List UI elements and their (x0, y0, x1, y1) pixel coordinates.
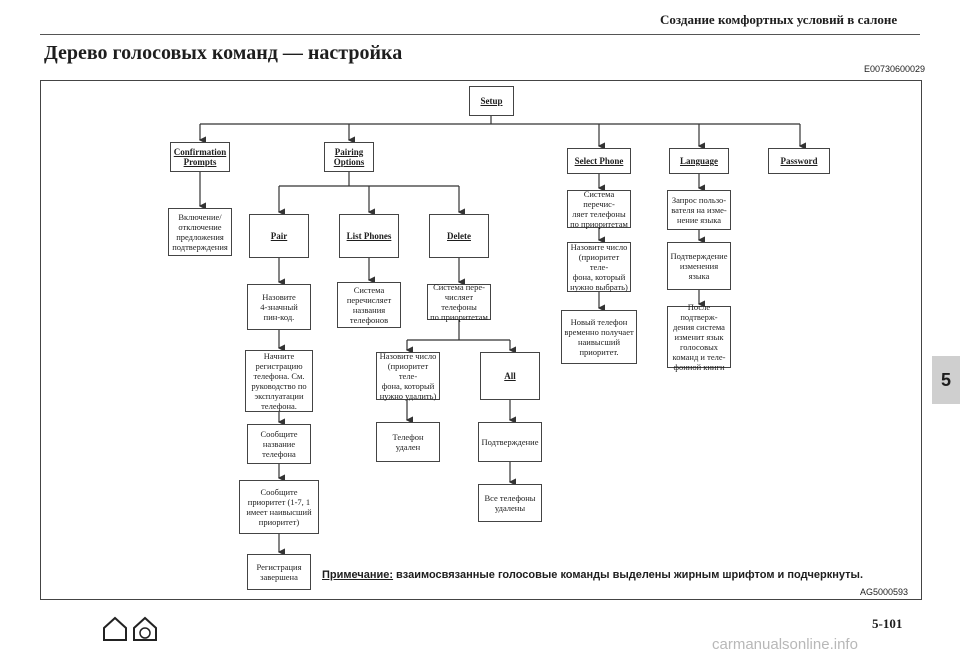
delete-all-confirm: Подтверждение (478, 422, 542, 462)
select-step-result: Новый телефон временно получает наивысши… (561, 310, 637, 364)
chapter-tab: 5 (932, 356, 960, 404)
home-icons (100, 614, 162, 649)
pair-step-pin: Назовите 4-значный пин-код. (247, 284, 311, 330)
language-step-request: Запрос пользо- вателя на изме- нение язы… (667, 190, 731, 230)
figure-id: AG5000593 (860, 587, 909, 597)
section-code: E00730600029 (864, 64, 926, 74)
pair-step-priority: Сообщите приоритет (1-7, 1 имеет наивысш… (239, 480, 319, 534)
select-step-number: Назовите число (приоритет теле- фона, ко… (567, 242, 631, 292)
header-rule (40, 34, 920, 35)
confirmation-prompts-node: Confirmation Prompts (170, 142, 230, 172)
home-icon (103, 616, 157, 641)
note-text: взаимосвязанные голосовые команды выделе… (396, 569, 864, 581)
pair-step-name: Сообщите название телефона (247, 424, 311, 464)
language-node: Language (669, 148, 729, 174)
delete-step-number: Назовите число (приоритет теле- фона, ко… (376, 351, 440, 401)
pair-step-register: Начните регистрацию телефона. См. руково… (245, 350, 313, 412)
list-phones-node: List Phones (339, 214, 399, 258)
select-step-list: Система перечис- ляет телефоны по приори… (567, 189, 631, 229)
header-title: Создание комфортных условий в салоне (660, 12, 898, 27)
confirm-toggle-step: Включение/ отключение предложения подтве… (168, 208, 232, 256)
delete-all-done: Все телефоны удалены (478, 484, 542, 522)
page-title: Дерево голосовых команд — настройка (44, 42, 403, 64)
select-phone-node: Select Phone (567, 148, 631, 174)
note-label: Примечание: (322, 569, 394, 581)
pairing-options-node: Pairing Options (324, 142, 374, 172)
pair-step-complete: Регистрация завершена (247, 554, 311, 590)
password-node: Password (768, 148, 830, 174)
setup-node: Setup (469, 86, 514, 116)
delete-all-node: All (480, 352, 540, 400)
language-step-result: После подтверж- дения система изменит яз… (667, 302, 731, 372)
delete-node: Delete (429, 214, 489, 258)
pair-node: Pair (249, 214, 309, 258)
page-number: 5-101 (872, 616, 903, 631)
delete-step-list: Система пере- числяет телефоны по приори… (427, 282, 491, 322)
watermark: carmanualsonline.info (712, 636, 858, 653)
list-step-system: Система перечисляет названия телефонов (337, 282, 401, 328)
language-step-confirm: Подтверждение изменения языка (667, 242, 731, 290)
delete-step-done: Телефон удален (376, 422, 440, 462)
diagram-frame (40, 80, 922, 600)
